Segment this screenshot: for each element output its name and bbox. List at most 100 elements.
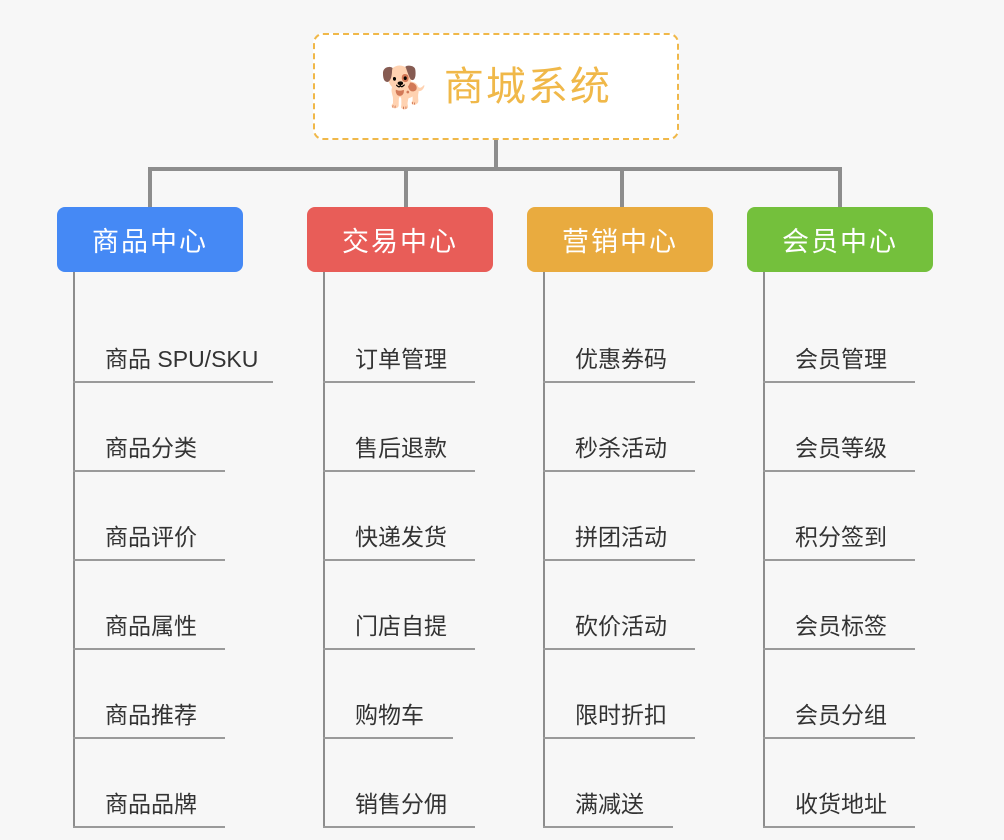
leaf-item-label: 砍价活动 — [575, 613, 667, 639]
connector-drop-4 — [838, 167, 842, 209]
leaf-item-underline — [763, 470, 915, 472]
leaf-item-underline — [543, 737, 695, 739]
leaf-trunk-line — [763, 272, 765, 828]
leaf-item[interactable]: 拼团活动 — [543, 472, 713, 561]
leaf-item[interactable]: 优惠券码 — [543, 294, 713, 383]
leaf-item-underline — [323, 470, 475, 472]
leaf-item-label: 会员等级 — [795, 435, 887, 461]
leaf-trunk-line — [543, 272, 545, 828]
category-box-2[interactable]: 交易中心 — [307, 207, 493, 272]
leaf-item[interactable]: 商品品牌 — [73, 739, 243, 828]
leaf-list-2: 订单管理售后退款快递发货门店自提购物车销售分佣 — [323, 272, 493, 828]
leaf-item-underline — [763, 559, 915, 561]
leaf-item-label: 商品属性 — [105, 613, 197, 639]
leaf-item-underline — [323, 381, 475, 383]
connector-drop-3 — [620, 167, 624, 209]
leaf-item[interactable]: 秒杀活动 — [543, 383, 713, 472]
leaf-list-1: 商品 SPU/SKU 商品分类商品评价商品属性商品推荐商品品牌 — [73, 272, 273, 828]
category-label: 会员中心 — [782, 227, 898, 257]
leaf-item[interactable]: 会员标签 — [763, 561, 933, 650]
leaf-item[interactable]: 积分签到 — [763, 472, 933, 561]
leaf-item-label: 秒杀活动 — [575, 435, 667, 461]
leaf-item-underline — [73, 470, 225, 472]
leaf-item-label: 限时折扣 — [575, 702, 667, 728]
leaf-item[interactable]: 商品评价 — [73, 472, 243, 561]
leaf-trunk-line — [73, 272, 75, 828]
shiba-dog-icon: 🐕 — [380, 65, 430, 110]
root-node[interactable]: 🐕 商城系统 — [313, 33, 679, 140]
leaf-item-label: 会员标签 — [795, 613, 887, 639]
leaf-item[interactable]: 会员管理 — [763, 294, 933, 383]
leaf-item-label: 会员管理 — [795, 346, 887, 372]
leaf-item[interactable]: 商品 SPU/SKU — [73, 294, 273, 383]
leaf-item[interactable]: 收货地址 — [763, 739, 933, 828]
leaf-item[interactable]: 快递发货 — [323, 472, 493, 561]
leaf-item-underline — [543, 381, 695, 383]
leaf-item-underline — [763, 826, 915, 828]
leaf-item-label: 快递发货 — [355, 524, 447, 550]
connector-bus-bar — [150, 167, 842, 171]
category-box-3[interactable]: 营销中心 — [527, 207, 713, 272]
connector-drop-1 — [148, 167, 152, 209]
leaf-item-underline — [73, 648, 225, 650]
leaf-item[interactable]: 满减送 — [543, 739, 713, 828]
leaf-item-underline — [763, 737, 915, 739]
leaf-item-underline — [323, 648, 475, 650]
category-label: 商品中心 — [92, 227, 208, 257]
leaf-item-label: 售后退款 — [355, 435, 447, 461]
leaf-item-underline — [73, 559, 225, 561]
leaf-item-underline — [543, 648, 695, 650]
category-column-4: 会员中心会员管理会员等级积分签到会员标签会员分组收货地址 — [747, 207, 933, 828]
leaf-item-underline — [543, 559, 695, 561]
leaf-item-underline — [763, 381, 915, 383]
leaf-list-4: 会员管理会员等级积分签到会员标签会员分组收货地址 — [763, 272, 933, 828]
leaf-item-label: 商品评价 — [105, 524, 197, 550]
leaf-item-label: 商品 SPU/SKU — [105, 346, 259, 372]
connector-root-stem — [494, 140, 498, 169]
leaf-item-underline — [543, 826, 673, 828]
leaf-item-underline — [323, 737, 453, 739]
leaf-item[interactable]: 会员等级 — [763, 383, 933, 472]
leaf-item-label: 收货地址 — [795, 791, 887, 817]
leaf-item-underline — [73, 826, 225, 828]
leaf-item-label: 积分签到 — [795, 524, 887, 550]
category-column-2: 交易中心订单管理售后退款快递发货门店自提购物车销售分佣 — [307, 207, 493, 828]
leaf-item-label: 商品品牌 — [105, 791, 197, 817]
leaf-item-label: 商品分类 — [105, 435, 197, 461]
category-box-4[interactable]: 会员中心 — [747, 207, 933, 272]
leaf-item-label: 订单管理 — [355, 346, 447, 372]
leaf-item[interactable]: 门店自提 — [323, 561, 493, 650]
leaf-item[interactable]: 购物车 — [323, 650, 493, 739]
leaf-item-underline — [73, 737, 225, 739]
leaf-item[interactable]: 售后退款 — [323, 383, 493, 472]
leaf-item-label: 购物车 — [355, 702, 424, 728]
leaf-item-label: 会员分组 — [795, 702, 887, 728]
connector-drop-2 — [404, 167, 408, 209]
leaf-item-underline — [543, 470, 695, 472]
category-column-3: 营销中心优惠券码秒杀活动拼团活动砍价活动限时折扣满减送 — [527, 207, 713, 828]
leaf-item[interactable]: 砍价活动 — [543, 561, 713, 650]
category-column-1: 商品中心商品 SPU/SKU 商品分类商品评价商品属性商品推荐商品品牌 — [57, 207, 273, 828]
leaf-item[interactable]: 限时折扣 — [543, 650, 713, 739]
leaf-item[interactable]: 商品属性 — [73, 561, 243, 650]
category-box-1[interactable]: 商品中心 — [57, 207, 243, 272]
leaf-item-underline — [763, 648, 915, 650]
leaf-item-label: 满减送 — [575, 791, 644, 817]
leaf-item-label: 拼团活动 — [575, 524, 667, 550]
leaf-item[interactable]: 商品推荐 — [73, 650, 243, 739]
leaf-item-underline — [323, 826, 475, 828]
leaf-item-label: 销售分佣 — [355, 791, 447, 817]
leaf-item[interactable]: 会员分组 — [763, 650, 933, 739]
leaf-item-underline — [73, 381, 273, 383]
leaf-item-label: 门店自提 — [355, 613, 447, 639]
leaf-item[interactable]: 销售分佣 — [323, 739, 493, 828]
leaf-item[interactable]: 订单管理 — [323, 294, 493, 383]
leaf-item-label: 优惠券码 — [575, 346, 667, 372]
leaf-item[interactable]: 商品分类 — [73, 383, 243, 472]
category-label: 营销中心 — [562, 227, 678, 257]
leaf-item-label: 商品推荐 — [105, 702, 197, 728]
leaf-item-underline — [323, 559, 475, 561]
root-node-label: 商城系统 — [443, 64, 612, 109]
leaf-trunk-line — [323, 272, 325, 828]
